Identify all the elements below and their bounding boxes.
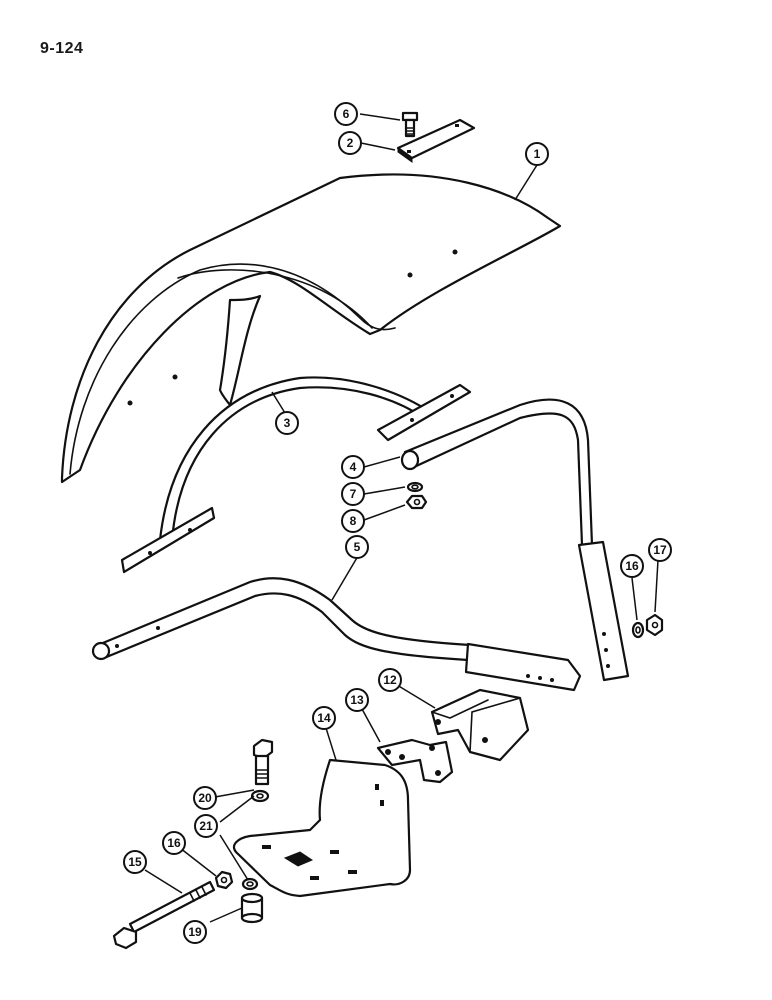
callout-1: 1: [525, 142, 549, 166]
bracket-part: [376, 738, 454, 784]
mounting-bracket-part: [232, 758, 412, 898]
callout-15: 15: [123, 850, 147, 874]
callout-16: 16: [162, 831, 186, 855]
callout-17: 17: [648, 538, 672, 562]
callout-label: 6: [343, 107, 350, 121]
inner-strip-part: [120, 376, 472, 574]
nut-part: [645, 613, 664, 637]
washer-part: [406, 481, 424, 493]
callout-label: 19: [188, 925, 202, 939]
long-bolt-part: [112, 880, 216, 950]
callout-12: 12: [378, 668, 402, 692]
callout-label: 16: [625, 559, 639, 573]
callout-label: 12: [383, 673, 397, 687]
callout-5: 5: [345, 535, 369, 559]
washer-part: [631, 621, 645, 639]
nut-part: [405, 494, 428, 510]
callout-label: 15: [128, 855, 142, 869]
spacer-part: [240, 892, 264, 924]
callout-label: 16: [167, 836, 181, 850]
callout-21: 21: [194, 814, 218, 838]
plate-part: [396, 118, 476, 163]
callout-8: 8: [341, 509, 365, 533]
leader-lines: [144, 113, 659, 923]
callout-16: 16: [620, 554, 644, 578]
callout-label: 21: [199, 819, 213, 833]
callout-label: 13: [350, 693, 364, 707]
callout-6: 6: [334, 102, 358, 126]
lower-tube-part: [91, 577, 582, 692]
callout-2: 2: [338, 131, 362, 155]
callout-label: 20: [198, 791, 212, 805]
callout-7: 7: [341, 482, 365, 506]
callout-20: 20: [193, 786, 217, 810]
nut-part: [214, 870, 234, 890]
callout-label: 4: [350, 460, 357, 474]
callout-label: 1: [534, 147, 541, 161]
callout-label: 17: [653, 543, 667, 557]
callout-4: 4: [341, 455, 365, 479]
upper-tube-part: [400, 398, 630, 682]
page-number: 9-124: [40, 40, 84, 57]
fender-part: [60, 173, 562, 484]
callout-label: 7: [350, 487, 357, 501]
callout-label: 8: [350, 514, 357, 528]
callout-14: 14: [312, 706, 336, 730]
callout-13: 13: [345, 688, 369, 712]
callout-label: 2: [347, 136, 354, 150]
callout-label: 14: [317, 711, 331, 725]
bolt-part: [252, 738, 274, 786]
callout-label: 3: [284, 416, 291, 430]
clamp-block-part: [430, 688, 530, 762]
callout-3: 3: [275, 411, 299, 435]
callout-label: 5: [354, 540, 361, 554]
bolt-part: [401, 111, 419, 138]
washer-part: [241, 789, 270, 891]
callout-19: 19: [183, 920, 207, 944]
